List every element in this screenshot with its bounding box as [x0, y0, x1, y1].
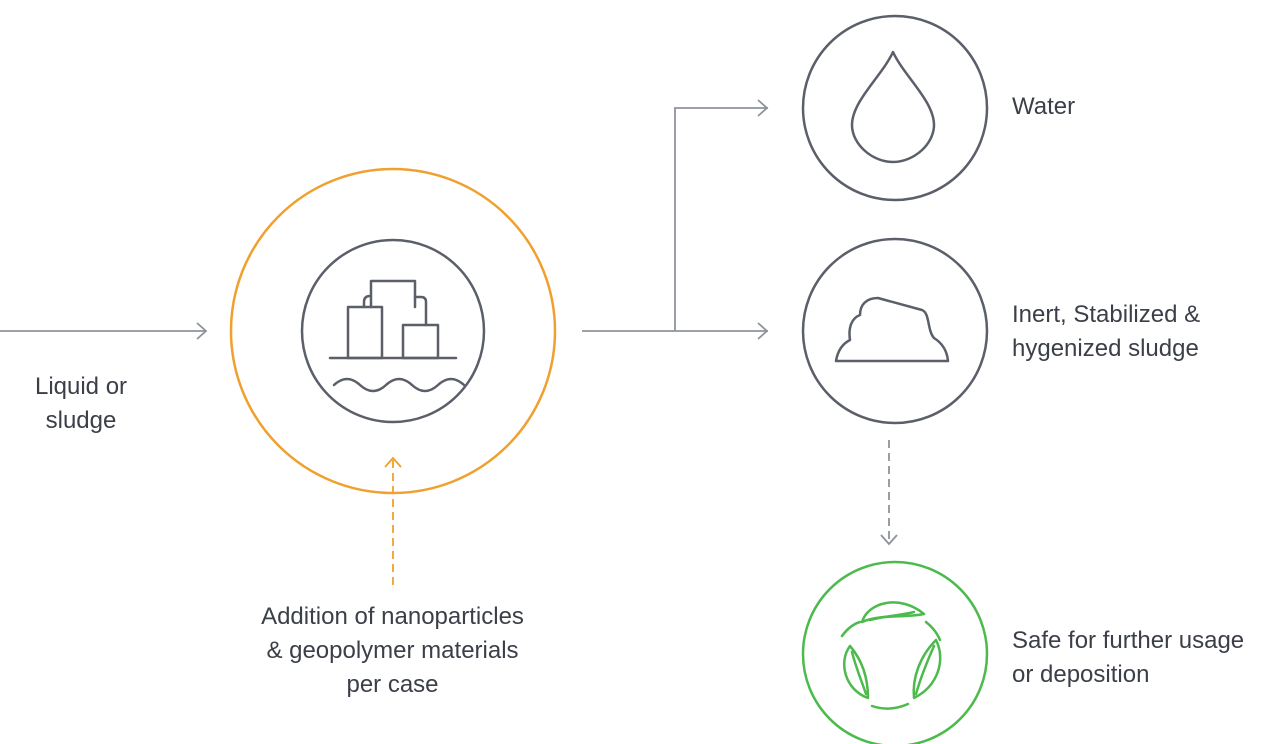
- deposition-arrow: [880, 440, 898, 546]
- sludge-circle: [801, 237, 989, 425]
- input-label: Liquid or sludge: [16, 370, 146, 438]
- safe-label-line1: Safe for further usage: [1012, 627, 1245, 654]
- additive-label-line2: & geopolymer materials: [266, 637, 519, 664]
- recycle-leaves-icon: [840, 601, 942, 710]
- additive-label-line1: Addition of nanoparticles: [261, 603, 524, 630]
- input-label-line1: Liquid or: [34, 373, 128, 400]
- process-inner-circle: [300, 238, 486, 424]
- output-arrows: [582, 99, 769, 340]
- sludge-label: Inert, Stabilized & hygenized sludge: [1012, 298, 1200, 366]
- additive-arrow: [384, 456, 402, 585]
- input-arrow: [0, 322, 208, 340]
- safe-label-line2: or deposition: [1012, 661, 1150, 688]
- sludge-label-line2: hygenized sludge: [1012, 335, 1199, 362]
- sludge-mound-icon: [834, 296, 950, 363]
- process-outer-ring: [229, 167, 557, 495]
- water-circle: [801, 14, 989, 202]
- additive-label-line3: per case: [346, 671, 439, 698]
- safe-circle: [801, 560, 989, 744]
- water-label-text: Water: [1012, 93, 1076, 120]
- treatment-plant-icon: [328, 279, 466, 393]
- safe-label: Safe for further usage or deposition: [1012, 624, 1244, 692]
- input-label-line2: sludge: [45, 407, 117, 434]
- water-drop-icon: [850, 50, 936, 164]
- sludge-label-line1: Inert, Stabilized &: [1012, 301, 1201, 328]
- water-label: Water: [1012, 90, 1075, 124]
- additive-label: Addition of nanoparticles & geopolymer m…: [220, 600, 565, 702]
